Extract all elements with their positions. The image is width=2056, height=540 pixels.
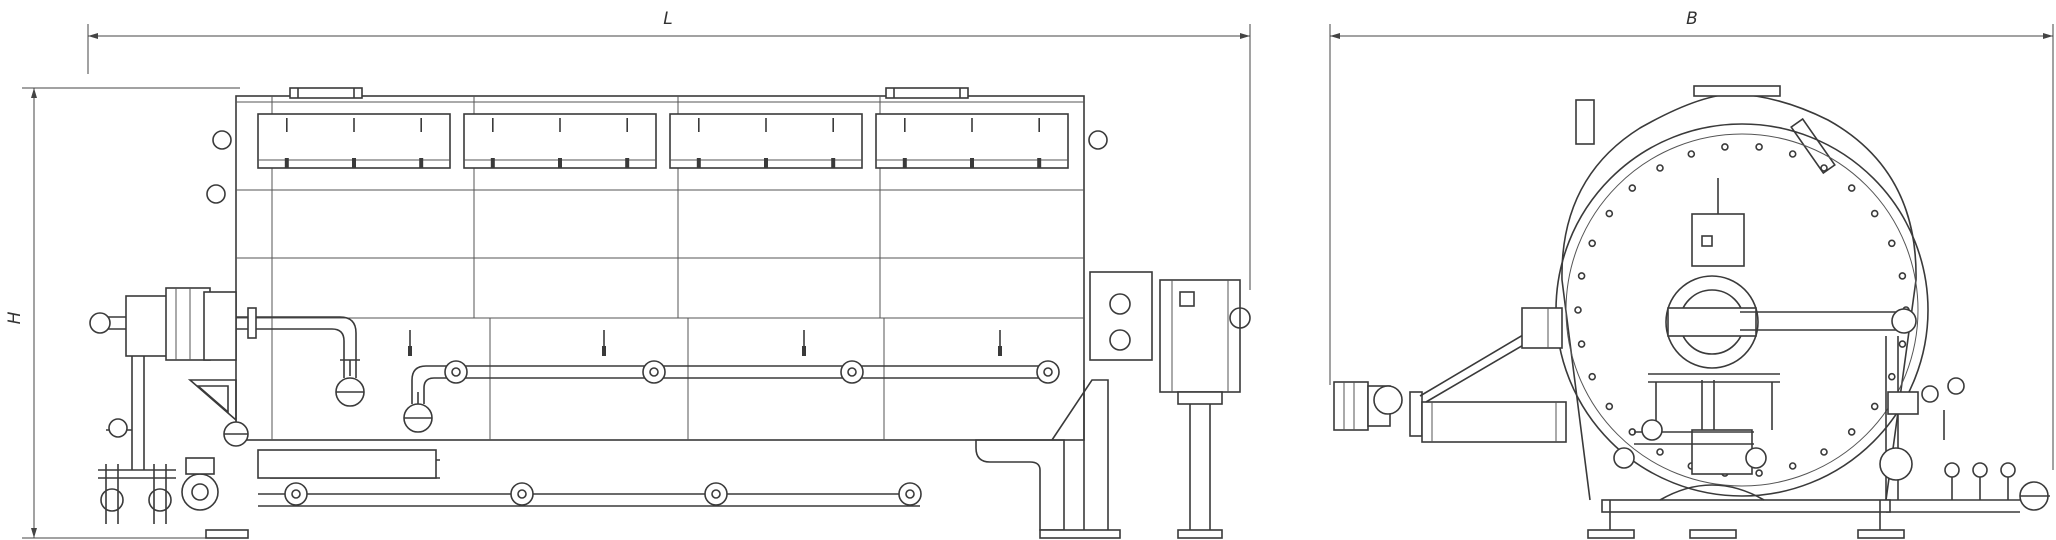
dimension-label-width: B — [1686, 9, 1698, 29]
inspection-panel — [1691, 213, 1745, 267]
flange — [840, 360, 864, 384]
thermometer — [408, 330, 412, 356]
lifting-lug — [1088, 130, 1108, 150]
lid-panels — [257, 113, 1069, 169]
dimension-label-height: H — [5, 311, 25, 324]
door-bolt — [1870, 402, 1879, 411]
auger-link — [1419, 331, 1533, 403]
flange — [704, 482, 728, 506]
door-bolt — [1847, 428, 1856, 436]
right-support — [975, 379, 1109, 531]
door-bolt — [1574, 306, 1582, 314]
lifting-lug — [206, 184, 226, 204]
flange — [444, 360, 468, 384]
door-bolt — [1588, 372, 1596, 381]
door-bolt — [1870, 209, 1879, 218]
dimension-length: L — [87, 9, 1251, 290]
right-valve-stack — [1879, 336, 1965, 500]
door-bolt — [1820, 164, 1828, 172]
end-view — [1333, 85, 2050, 539]
flange — [510, 482, 534, 506]
top-hatch — [1790, 117, 1836, 175]
drive-motor — [1333, 381, 1423, 437]
valve — [335, 359, 365, 407]
support-bracket — [187, 379, 237, 422]
side-view — [89, 87, 1251, 539]
foot — [205, 529, 249, 539]
auger-tube — [1421, 401, 1567, 443]
door-bolt — [1628, 184, 1637, 192]
dimension-height: H — [5, 87, 240, 539]
door-bolt — [1656, 164, 1664, 172]
door-bolt — [1577, 340, 1586, 348]
door-bolt — [1847, 184, 1856, 192]
door-bolt — [1577, 272, 1586, 280]
top-hatch — [289, 87, 363, 99]
valve-cluster — [98, 418, 176, 524]
pump — [181, 457, 219, 511]
door-bolt — [1605, 209, 1614, 218]
drive-gearbox — [1089, 271, 1251, 539]
distribution-pipe — [411, 365, 1050, 404]
lid-panel — [669, 113, 863, 169]
door-bolt — [1755, 469, 1763, 477]
pipe-flanges — [284, 360, 1060, 506]
door-bolt — [1788, 462, 1797, 470]
main-pipe — [1740, 308, 1917, 334]
vent-nozzle — [1575, 99, 1595, 145]
horizontal-collector — [257, 449, 437, 479]
door-bolt — [1788, 150, 1797, 158]
door-bolt — [1898, 340, 1907, 348]
door-bolt — [1755, 143, 1763, 151]
thermometer — [602, 330, 606, 356]
flange — [284, 482, 308, 506]
flange — [898, 482, 922, 506]
door-bolt — [1687, 150, 1696, 158]
door-bolt — [1656, 448, 1664, 456]
lid-panel — [875, 113, 1069, 169]
thermometers — [408, 330, 1002, 356]
thermometer — [802, 330, 806, 356]
door-bolt — [1888, 239, 1896, 248]
lid-panel — [257, 113, 451, 169]
door-bolt — [1721, 143, 1729, 151]
door-bolt — [1588, 239, 1596, 248]
bottom-pipe-run — [1886, 462, 2050, 513]
side-inlet — [1521, 307, 1563, 349]
flange — [642, 360, 666, 384]
foot — [1039, 529, 1121, 539]
thermometer — [998, 330, 1002, 356]
top-hatch — [885, 87, 969, 99]
base-frame — [1587, 484, 1905, 539]
lower-manifold — [1613, 373, 1780, 475]
door-bolt — [1898, 272, 1907, 280]
door-bolt — [1888, 372, 1896, 381]
door-bolt — [1605, 402, 1614, 411]
flange — [1036, 360, 1060, 384]
door-bolt — [1820, 448, 1828, 456]
dimension-width: B — [1329, 9, 2054, 470]
valve — [403, 392, 433, 433]
lifting-lug — [212, 130, 232, 150]
dimension-label-length: L — [663, 9, 672, 29]
lid-panel — [463, 113, 657, 169]
tank-body — [235, 95, 1085, 441]
pump-motor-group — [125, 287, 237, 470]
valve — [223, 421, 249, 447]
inlet-pipe — [89, 307, 357, 378]
